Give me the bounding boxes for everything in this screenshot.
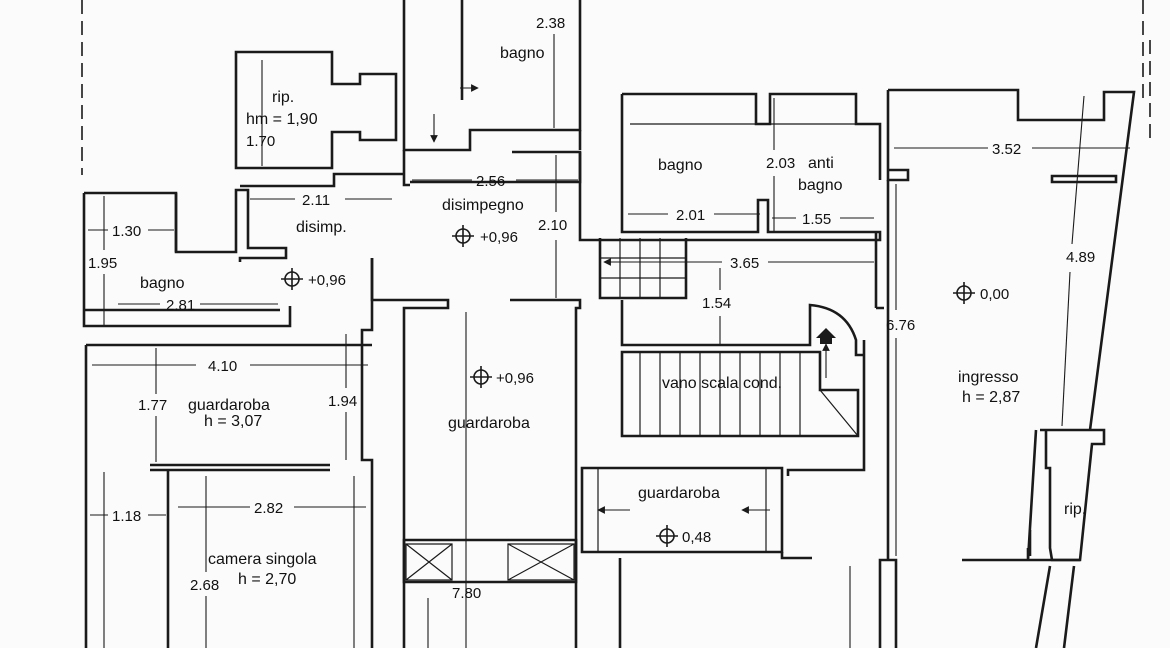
level-guardaroba-small: 0,48 (682, 529, 711, 546)
label-bagno-left: bagno (140, 275, 185, 292)
level-guardaroba: +0,96 (496, 370, 534, 387)
level-markers (280, 224, 976, 548)
guardaroba-left-walls (84, 343, 372, 648)
dim-2-03: 2.03 (766, 155, 795, 172)
label-vano-scala: vano scala cond. (662, 375, 782, 392)
dim-2-81: 2.81 (166, 297, 195, 314)
room-labels: rip. hm = 1,90 bagno disimpegno disim​p.… (140, 45, 1086, 588)
dim-1-70: 1.70 (246, 133, 275, 150)
dim-4-89: 4.89 (1066, 249, 1095, 266)
label-disimp: disim​p. (296, 219, 347, 236)
dim-2-68: 2.68 (190, 577, 219, 594)
level-bagno: +0,96 (308, 272, 346, 289)
dim-2-82: 2.82 (254, 500, 283, 517)
label-guardaroba-small: guardaroba (638, 485, 720, 502)
ingresso-walls (886, 88, 1136, 431)
label-anti: anti (808, 155, 834, 172)
label-ingresso-height: h = 2,87 (962, 389, 1020, 406)
dim-3-52: 3.52 (992, 141, 1021, 158)
dim-2-56: 2.56 (476, 173, 505, 190)
dim-4-10: 4.10 (208, 358, 237, 375)
label-rip-top: rip. (272, 89, 294, 106)
label-guardaroba-center: guardaroba (448, 415, 530, 432)
label-bagno-center: bagno (658, 157, 703, 174)
label-rip-right: rip. (1064, 501, 1086, 518)
dim-1-55: 1.55 (802, 211, 831, 228)
level-disimpegno: +0,96 (480, 229, 518, 246)
dim-2-10: 2.10 (538, 217, 567, 234)
label-disimpegno: disimpegno (442, 197, 524, 214)
stair-up-icon (816, 328, 836, 344)
label-guardaroba-left-height: h = 3,07 (204, 413, 262, 430)
level-marker-icon (469, 365, 493, 389)
label-camera: camera singola (208, 551, 317, 568)
dimension-labels: 2.38 1.70 2.56 2.11 1.30 1.95 2.81 2.10 … (88, 15, 1095, 602)
level-marker-icon (451, 224, 475, 248)
dim-2-38: 2.38 (536, 15, 565, 32)
dim-1-18: 1.18 (112, 508, 141, 525)
label-rip-top-height: hm = 1,90 (246, 111, 318, 128)
label-guardaroba-left: guardaroba (188, 397, 270, 414)
dim-1-95: 1.95 (88, 255, 117, 272)
dim-3-65: 3.65 (730, 255, 759, 272)
level-ingresso: 0,00 (980, 286, 1009, 303)
wardrobe-panels (405, 543, 575, 581)
rip-top-walls (234, 50, 398, 170)
dim-7-80: 7.80 (452, 585, 481, 602)
bagno-center-walls (596, 94, 882, 242)
level-marker-icon (280, 267, 304, 291)
dim-1-54: 1.54 (702, 295, 731, 312)
dim-2-01: 2.01 (676, 207, 705, 224)
dim-1-30: 1.30 (112, 223, 141, 240)
dim-1-94: 1.94 (328, 393, 357, 410)
access-arrows (430, 84, 836, 514)
level-labels: +0,96 +0,96 +0,96 0,00 0,48 (308, 229, 1009, 546)
dim-1-77: 1.77 (138, 397, 167, 414)
walls (81, 0, 1151, 648)
level-marker-icon (952, 281, 976, 305)
label-camera-height: h = 2,70 (238, 571, 296, 588)
dimension-lines (88, 34, 1130, 648)
label-anti-bagno: bagno (798, 177, 843, 194)
dim-2-11: 2.11 (302, 192, 330, 209)
property-boundary-top-right (1142, 0, 1151, 140)
label-ingresso: ingresso (958, 369, 1019, 386)
label-bagno-top: bagno (500, 45, 545, 62)
dim-6-76: 6.76 (886, 317, 915, 334)
level-marker-icon (655, 524, 679, 548)
